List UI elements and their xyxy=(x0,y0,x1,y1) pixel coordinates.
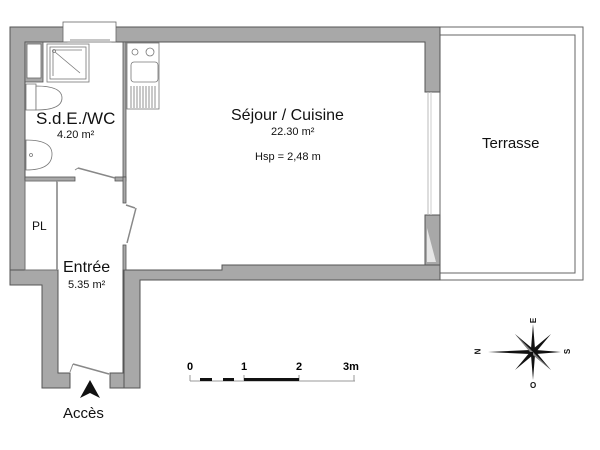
room-label-entrance: Entrée xyxy=(63,259,111,276)
room-label-bathroom: S.d.E./WC xyxy=(36,109,116,128)
scale-tick-3m: 3m xyxy=(343,361,359,373)
room-area-living: 22.30 m² xyxy=(271,126,315,138)
room-area-bathroom: 4.20 m² xyxy=(57,129,95,141)
compass-east: E xyxy=(529,317,539,324)
scale-tick-0: 0 xyxy=(187,361,194,373)
terrace-outline xyxy=(439,26,584,281)
compass-west: O xyxy=(530,381,537,390)
room-label-terrace: Terrasse xyxy=(482,135,540,152)
top-window xyxy=(62,21,117,43)
compass-north: N xyxy=(473,348,483,355)
toilet-icon xyxy=(25,83,63,111)
washbasin-icon xyxy=(25,139,53,171)
compass-south: S xyxy=(563,348,573,355)
scale-tick-2: 2 xyxy=(296,361,303,373)
kitchenette-icon xyxy=(126,42,160,110)
doors xyxy=(56,92,432,375)
closet-outline xyxy=(24,180,58,271)
niche-box xyxy=(26,43,42,79)
room-label-living: Séjour / Cuisine xyxy=(231,107,344,124)
scale-bar xyxy=(189,375,355,382)
entry-door xyxy=(72,363,110,375)
shower-icon xyxy=(46,43,90,83)
living-room-door xyxy=(125,204,136,209)
pillar-highlight xyxy=(427,228,436,262)
ceiling-height-label: Hsp = 2,48 m xyxy=(255,151,321,163)
bathroom-door xyxy=(77,167,116,179)
compass-rose-icon xyxy=(488,324,561,380)
scale-tick-1: 1 xyxy=(241,361,248,373)
walls xyxy=(9,26,441,389)
access-arrow-icon xyxy=(80,380,100,398)
room-label-closet: PL xyxy=(32,219,47,233)
access-label: Accès xyxy=(63,405,104,422)
room-area-entrance: 5.35 m² xyxy=(68,279,106,291)
